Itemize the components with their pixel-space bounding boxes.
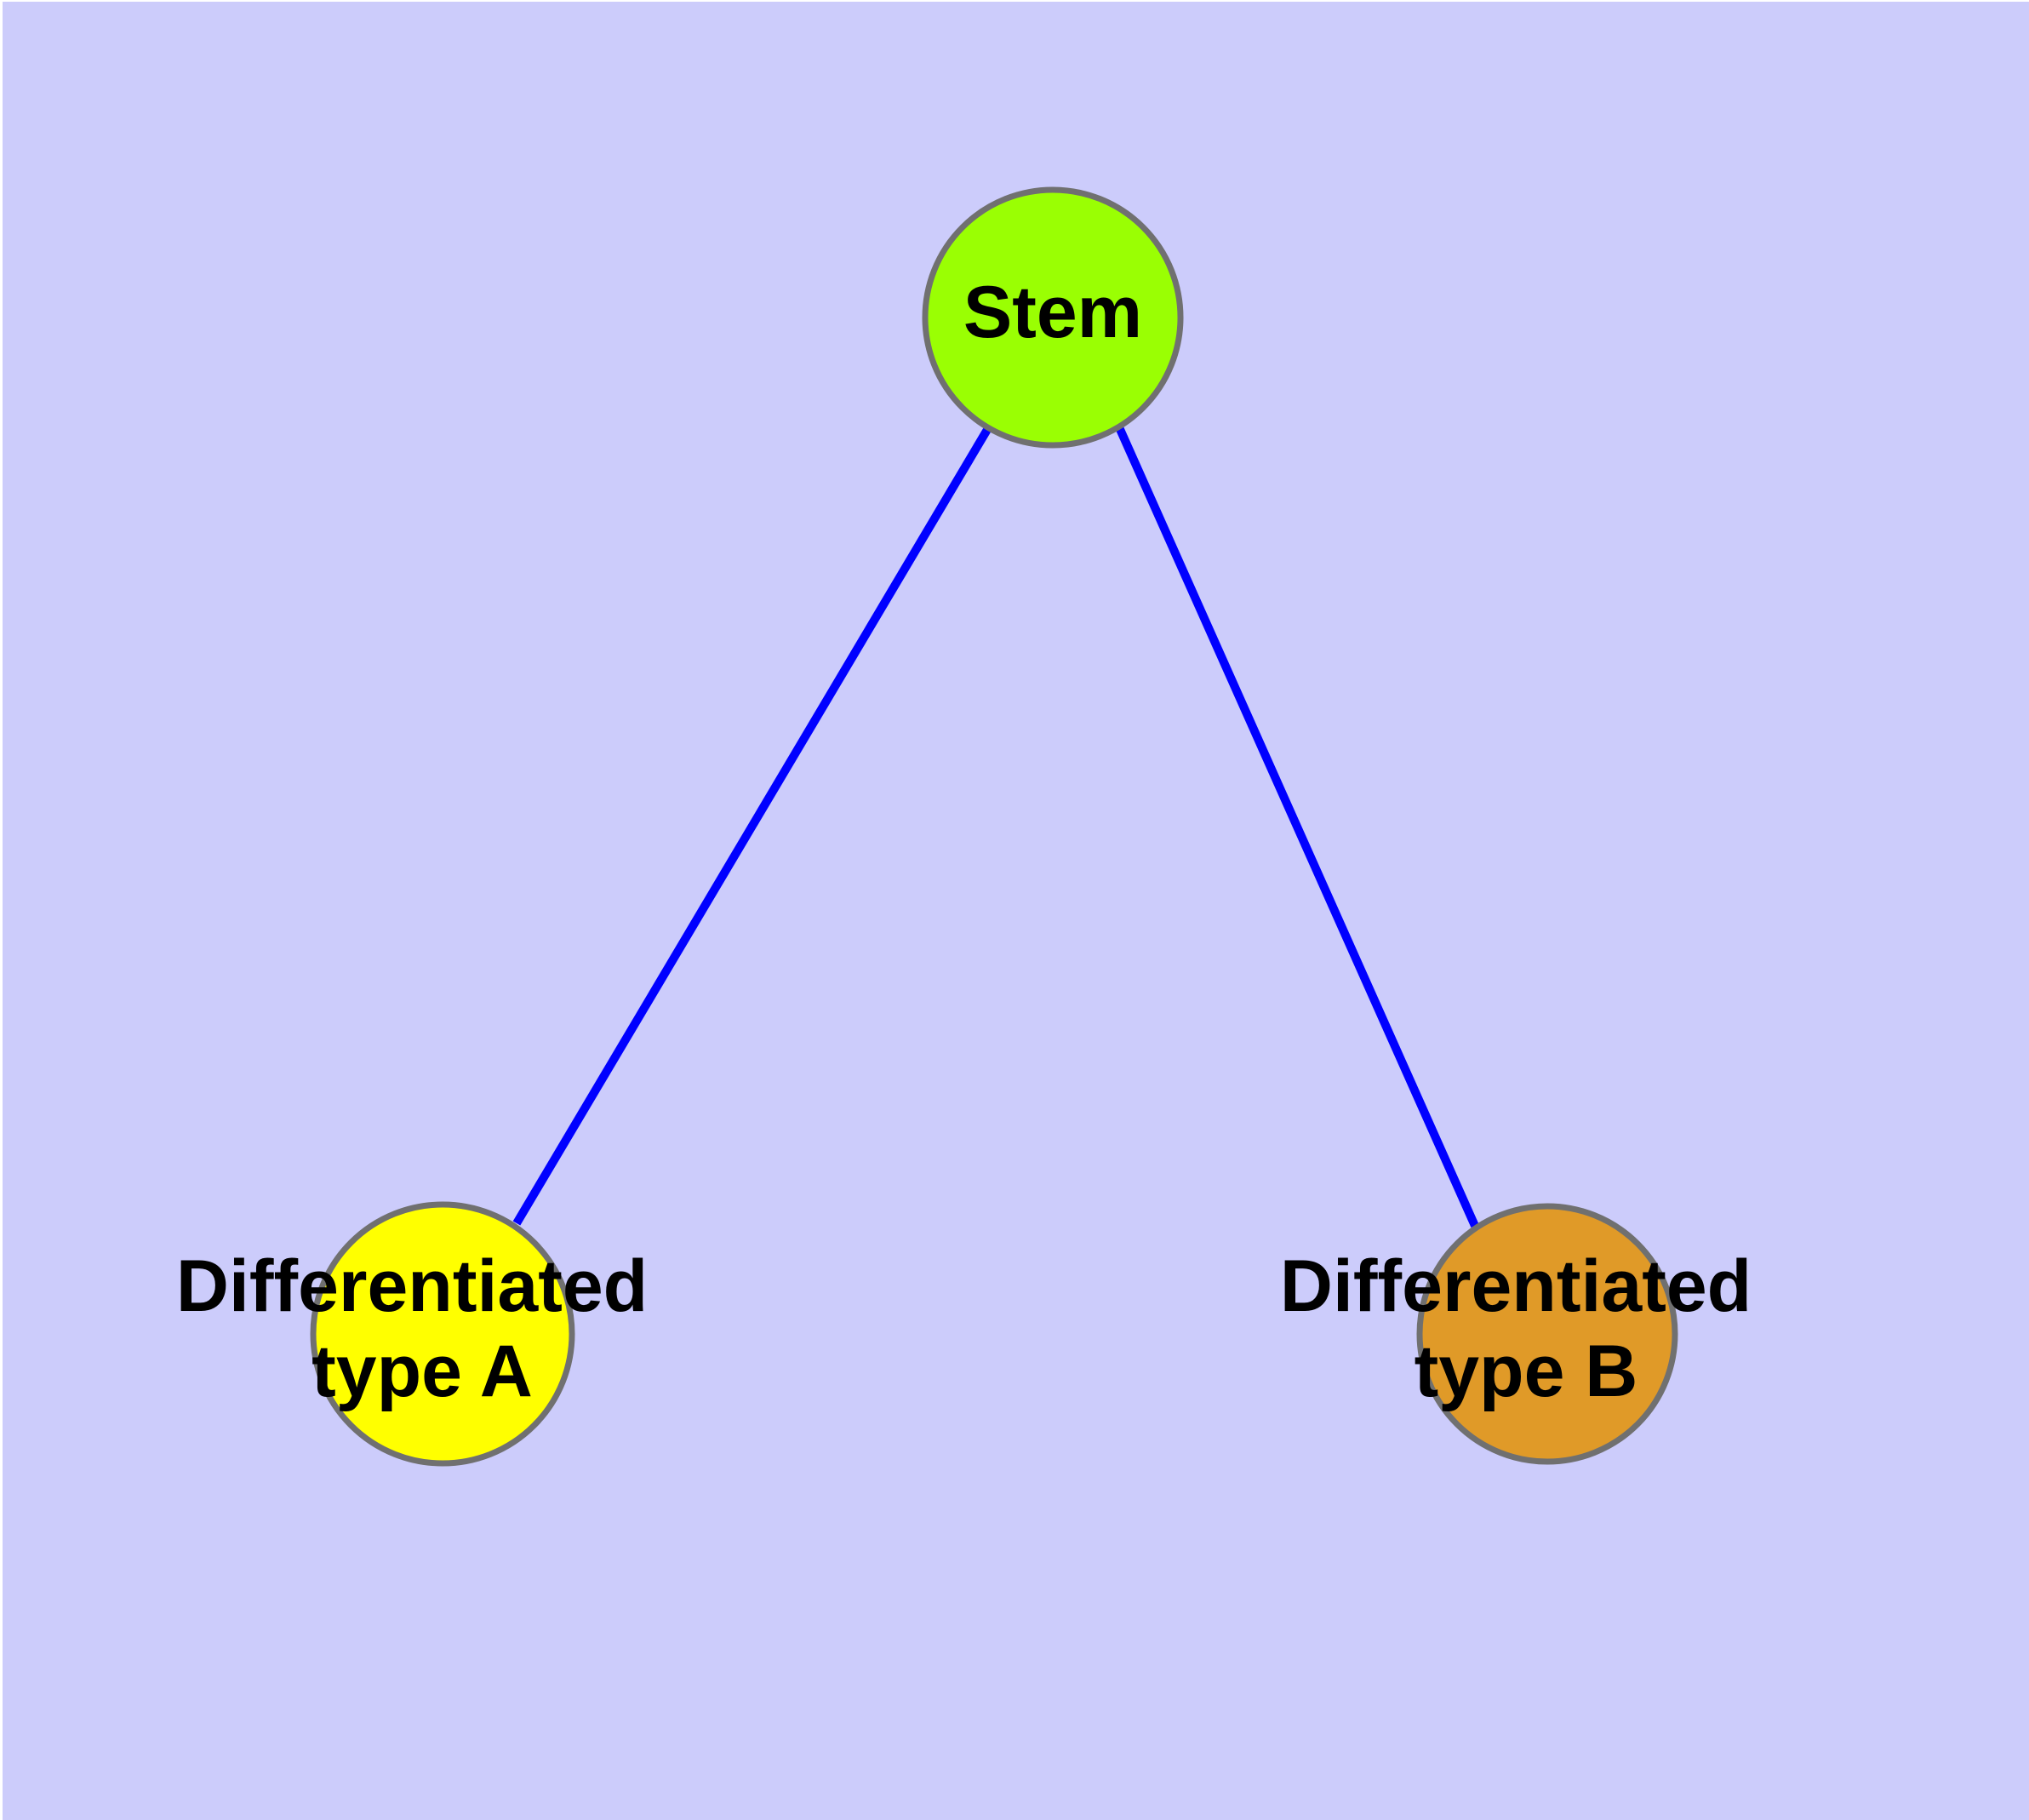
node-differentiated-type-a-label-line-1: Differentiated [176,1245,648,1327]
node-differentiated-type-b-label-line-1: Differentiated [1280,1245,1752,1327]
node-stem[interactable]: Stem [922,186,1184,449]
node-differentiated-type-b-circle[interactable] [1416,1203,1678,1465]
edge-layer [512,425,1479,1228]
node-differentiated-type-b-label: Differentiated type B [1280,1245,1772,1412]
node-differentiated-type-a[interactable]: Differentiated type A [176,1201,668,1467]
node-differentiated-type-b-label-line-2: type B [1415,1331,1638,1412]
node-differentiated-type-a-circle[interactable] [310,1201,575,1467]
node-stem-label-line-1: Stem [963,272,1142,353]
node-differentiated-type-b[interactable]: Differentiated type B [1280,1203,1772,1465]
node-stem-circle[interactable] [922,186,1184,449]
edge-stem-to-differentiated-type-b[interactable] [1115,425,1479,1228]
edge-stem-to-differentiated-type-a[interactable] [512,426,992,1226]
node-differentiated-type-a-label: Differentiated type A [176,1245,668,1412]
node-stem-label: Stem [963,272,1142,353]
node-layer: Stem Differentiated type A Differentiate… [176,186,1772,1467]
node-differentiated-type-a-label-line-2: type A [311,1331,533,1412]
